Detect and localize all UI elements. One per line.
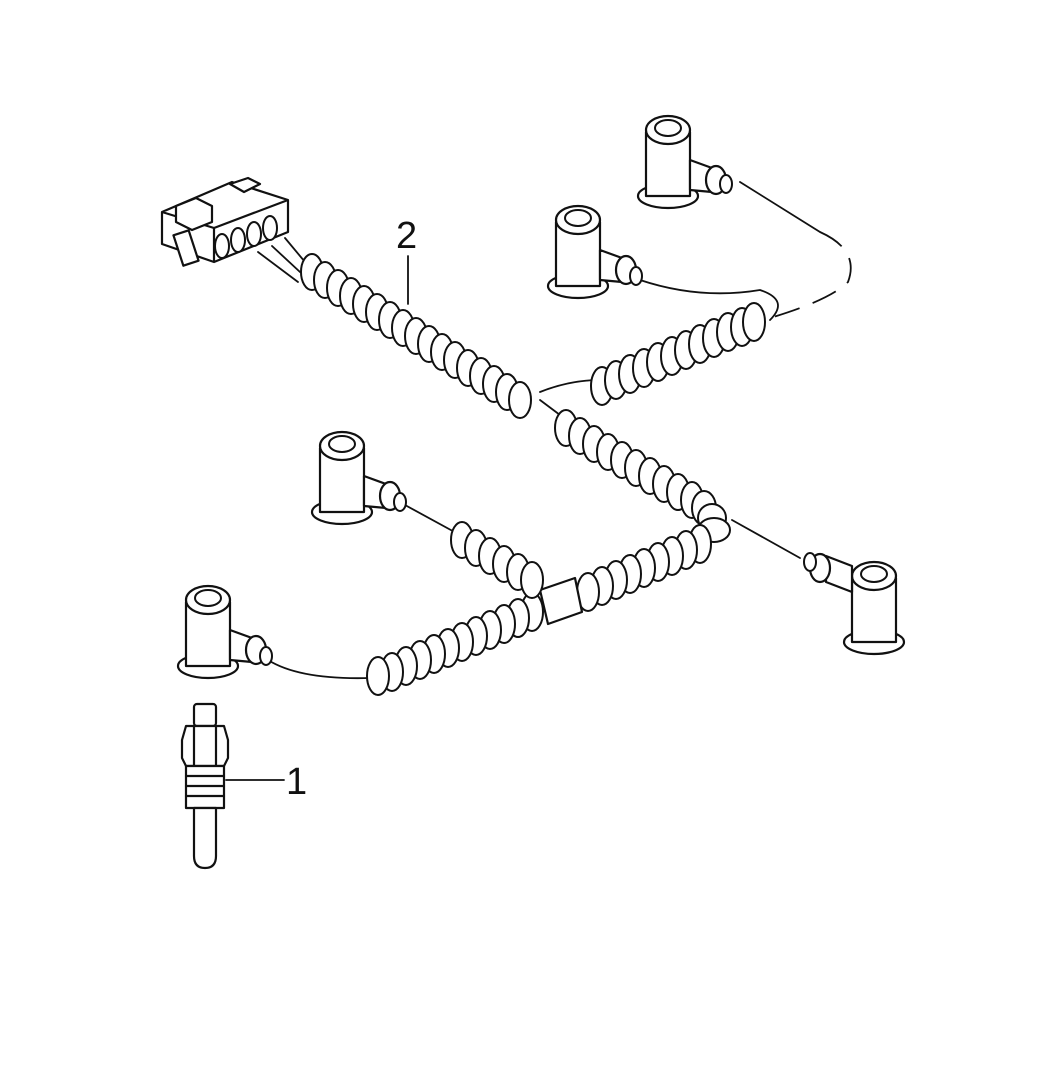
glow-plug (180, 702, 230, 870)
callout-label-2: 2 (396, 215, 417, 257)
harness-connector (160, 176, 290, 267)
harness-branch-upper (590, 302, 766, 406)
plug-cap-upper-middle (546, 204, 643, 300)
callout-1: 1 (225, 761, 307, 803)
plug-cap-lower-left (176, 584, 273, 680)
plug-cap-middle-left (310, 430, 407, 526)
harness-diagonal (554, 409, 731, 543)
thin-wires (257, 181, 852, 680)
callout-label-1: 1 (286, 761, 307, 803)
plug-cap-right (803, 552, 906, 656)
harness-lower-run (366, 524, 712, 696)
plug-cap-top-right (636, 114, 733, 210)
harness-trunk (300, 253, 532, 419)
callout-2: 2 (396, 215, 417, 305)
wiring-harness (300, 253, 766, 696)
harness-branch-middle (450, 521, 544, 599)
